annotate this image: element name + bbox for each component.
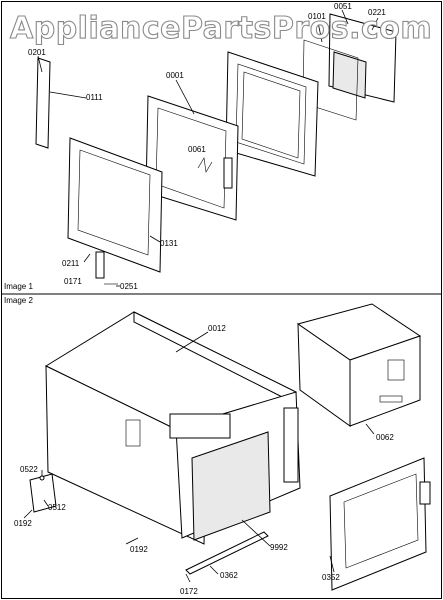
callout-0171: 0171 [64,277,82,286]
component-box-vent [387,359,405,381]
callout-0012: 0012 [208,324,226,333]
control-panel-strip [283,407,299,483]
side-plate-0512 [29,473,57,513]
latch-block [223,157,233,189]
top-bracket [169,413,231,439]
callout-0101: 0101 [308,12,326,21]
door-handle-0171 [95,251,105,279]
inner-door-window-inner [241,71,301,159]
leader-0111 [49,91,87,99]
callout-0352: 0352 [322,573,340,582]
inner-door-panel-0352 [329,457,427,591]
inner-door-latch [419,481,431,505]
door-frame-opening [155,107,227,209]
callout-0522: 0522 [20,465,38,474]
image1-diagram [35,9,397,287]
callout-9992: 9992 [270,543,288,552]
panel-title-image1: Image 1 [4,282,33,291]
callout-0192-center: 0192 [130,545,148,554]
callout-0172: 0172 [180,587,198,596]
component-box-side [349,335,421,427]
callout-0251: 0251 [120,282,138,291]
door-outer-window [77,149,151,256]
leader-0062 [365,423,375,435]
callout-0201: 0201 [28,48,46,57]
callout-0362: 0362 [220,571,238,580]
inner-door-window [235,63,307,165]
cabinet-side-vent [125,419,141,447]
leader-0131 [149,235,161,243]
callout-0111: 0111 [86,93,103,102]
leader-0051 [341,9,349,25]
screw-0522 [39,475,45,481]
callout-0211: 0211 [62,259,80,268]
callout-0221: 0221 [368,8,386,17]
watermark-text: AppliancePartsPros.com [10,11,432,46]
door-outer-panel-0131 [67,137,163,273]
callout-0001: 0001 [166,71,184,80]
leader-0512 [43,499,49,507]
leader-0201 [37,55,43,73]
leader-9992 [241,519,271,547]
callout-0051: 0051 [334,2,352,11]
leader-0001 [175,79,195,115]
component-box-handle [379,395,403,403]
cabinet-left-side [45,365,207,545]
latch-spring-0061 [197,157,213,173]
leader-0192-left [23,509,33,519]
inner-door-panel-window [343,473,419,569]
leader-0362 [209,565,219,575]
callout-0512: 0512 [48,503,66,512]
image2-diagram [23,303,431,591]
callout-0062: 0062 [376,433,394,442]
leader-0172 [185,573,191,583]
hinge-strip-0111 [35,57,51,149]
callout-0131: 0131 [160,239,178,248]
leader-0211 [83,253,91,263]
leader-0192-center [125,537,139,545]
leader-0221 [371,17,379,31]
panel-title-image2: Image 2 [4,296,33,305]
leader-0352 [329,555,335,573]
bottom-rail-0362 [185,531,269,575]
leader-0101 [317,21,323,43]
callout-0192-left: 0192 [14,519,32,528]
callout-0061: 0061 [188,145,206,154]
leader-0012 [175,331,209,353]
cavity-opening [191,431,271,541]
